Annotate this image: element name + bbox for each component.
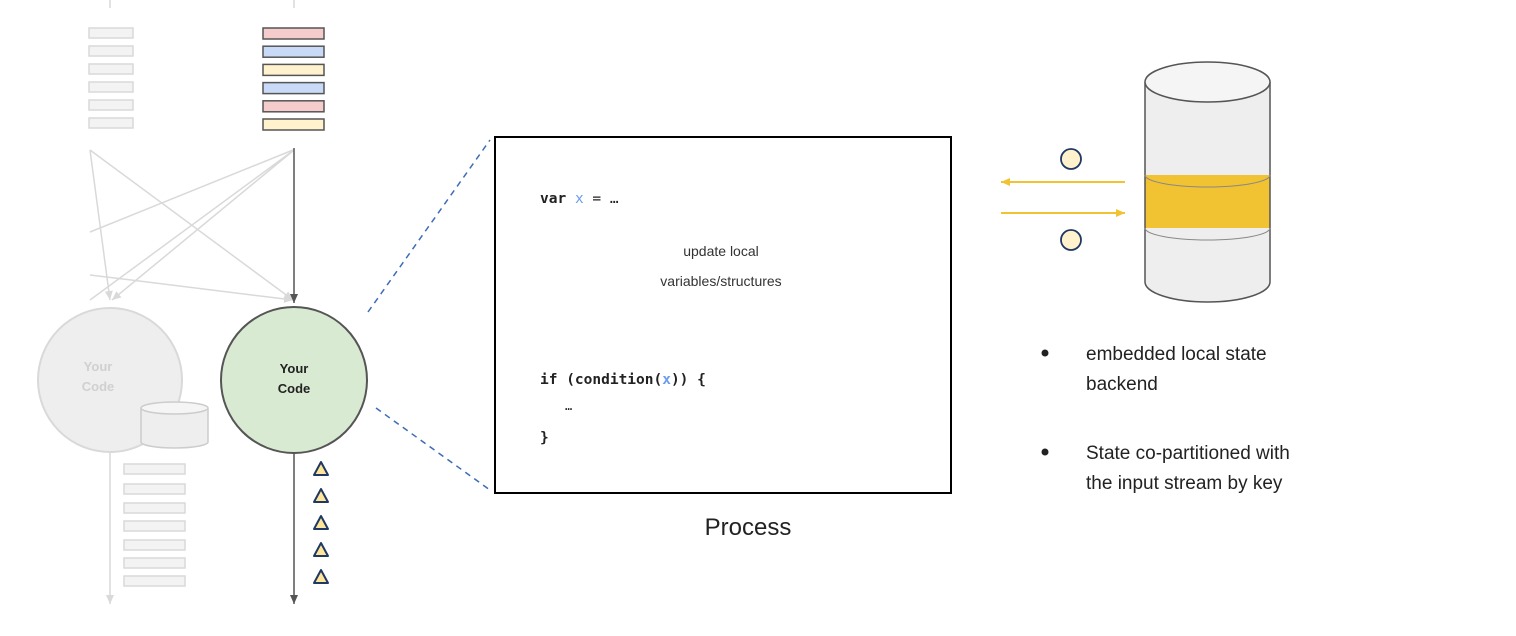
input-record-blue (262, 81, 325, 95)
code-line-if: if (condition(x)) { (540, 372, 706, 388)
faded-local-db-icon (140, 401, 209, 449)
bullet-1-line1: embedded local state (1086, 344, 1267, 365)
active-input-queue (262, 27, 325, 131)
state-backend-bullets: embedded local state backend State co-pa… (1041, 344, 1290, 494)
active-operator-label-line2: Code (278, 381, 311, 396)
input-record-blue (262, 45, 325, 58)
state-backend-cylinder-icon (1144, 61, 1271, 303)
zoom-line-bottom (375, 407, 491, 491)
faded-operator-node: Your Code (37, 307, 209, 453)
process-code-box: var x = … update local variables/structu… (494, 136, 952, 494)
process-caption: Process (705, 514, 792, 541)
code-line-var: var x = … (540, 191, 619, 207)
bullet-1-line2: backend (1086, 374, 1158, 395)
output-event-triangle (313, 515, 329, 530)
code-comment-line1: update local (683, 243, 759, 259)
input-record-pink (262, 100, 325, 113)
code-line-close: } (540, 430, 549, 446)
code-comment-line2: variables/structures (660, 273, 781, 289)
bullet-2-line2: the input stream by key (1086, 473, 1283, 494)
output-event-triangle (313, 488, 329, 503)
output-events (313, 461, 329, 584)
state-value-circle-bottom (1060, 229, 1082, 251)
faded-shuffle-arrows (89, 149, 295, 303)
faded-operator-label-line1: Your (84, 359, 113, 374)
faded-operator-label-line2: Code (82, 379, 115, 394)
faded-output-queue (123, 463, 186, 587)
input-record-pink (262, 27, 325, 40)
bullet-dot-2 (1041, 448, 1049, 456)
active-operator-node: Your Code (220, 306, 368, 454)
input-record-yellow (262, 63, 325, 77)
state-read-write (1001, 148, 1125, 251)
zoom-line-top (367, 139, 491, 313)
output-event-triangle (313, 461, 329, 476)
state-value-circle-top (1060, 148, 1082, 170)
input-record-yellow (262, 118, 325, 131)
active-operator-label-line1: Your (280, 361, 309, 376)
output-event-triangle (313, 569, 329, 584)
faded-input-queue (88, 27, 134, 129)
code-line-ellipsis: … (565, 399, 572, 413)
output-event-triangle (313, 542, 329, 557)
bullet-dot-1 (1041, 349, 1049, 357)
bullet-2-line1: State co-partitioned with (1086, 443, 1290, 464)
